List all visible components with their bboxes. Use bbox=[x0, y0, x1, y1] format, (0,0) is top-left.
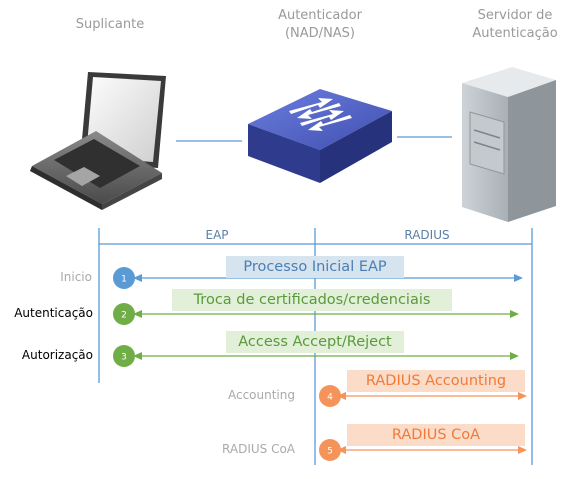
step-message: Processo Inicial EAP bbox=[226, 256, 404, 278]
step-number-badge bbox=[319, 385, 341, 407]
step-number-badge bbox=[113, 345, 135, 367]
step-number: 5 bbox=[327, 447, 333, 457]
step-number: 3 bbox=[121, 353, 127, 363]
step-arrow bbox=[133, 310, 519, 318]
step-message: Access Accept/Reject bbox=[226, 331, 404, 353]
authenticator-title: Autenticador (NAD/NAS) bbox=[278, 8, 362, 41]
step-label: Autorização bbox=[21, 348, 93, 362]
protocol-radius-label: RADIUS bbox=[404, 228, 450, 242]
step-arrow bbox=[337, 446, 527, 454]
step-label: Autenticação bbox=[14, 306, 93, 320]
step-arrow bbox=[133, 352, 519, 360]
step-number-badge bbox=[113, 303, 135, 325]
network-switch-icon bbox=[248, 89, 392, 183]
step-number-badge bbox=[113, 267, 135, 289]
step-arrow bbox=[337, 392, 527, 400]
step-message: RADIUS Accounting bbox=[347, 370, 525, 392]
step-label: RADIUS CoA bbox=[222, 442, 295, 456]
step-label: Inicio bbox=[60, 270, 92, 284]
step-message: Troca de certificados/credenciais bbox=[172, 289, 452, 311]
step-number: 2 bbox=[121, 311, 127, 321]
step-number: 4 bbox=[327, 393, 333, 403]
protocol-eap-label: EAP bbox=[205, 228, 229, 242]
server-title: Servidor de Autenticação bbox=[472, 8, 558, 41]
supplicant-title: Suplicante bbox=[75, 17, 145, 32]
step-number: 1 bbox=[121, 275, 127, 285]
step-number-badge bbox=[319, 439, 341, 461]
step-label: Accounting bbox=[227, 388, 295, 402]
step-arrow bbox=[133, 274, 523, 282]
step-message: RADIUS CoA bbox=[347, 424, 525, 446]
server-tower-icon bbox=[462, 67, 556, 222]
laptop-icon bbox=[30, 72, 166, 210]
